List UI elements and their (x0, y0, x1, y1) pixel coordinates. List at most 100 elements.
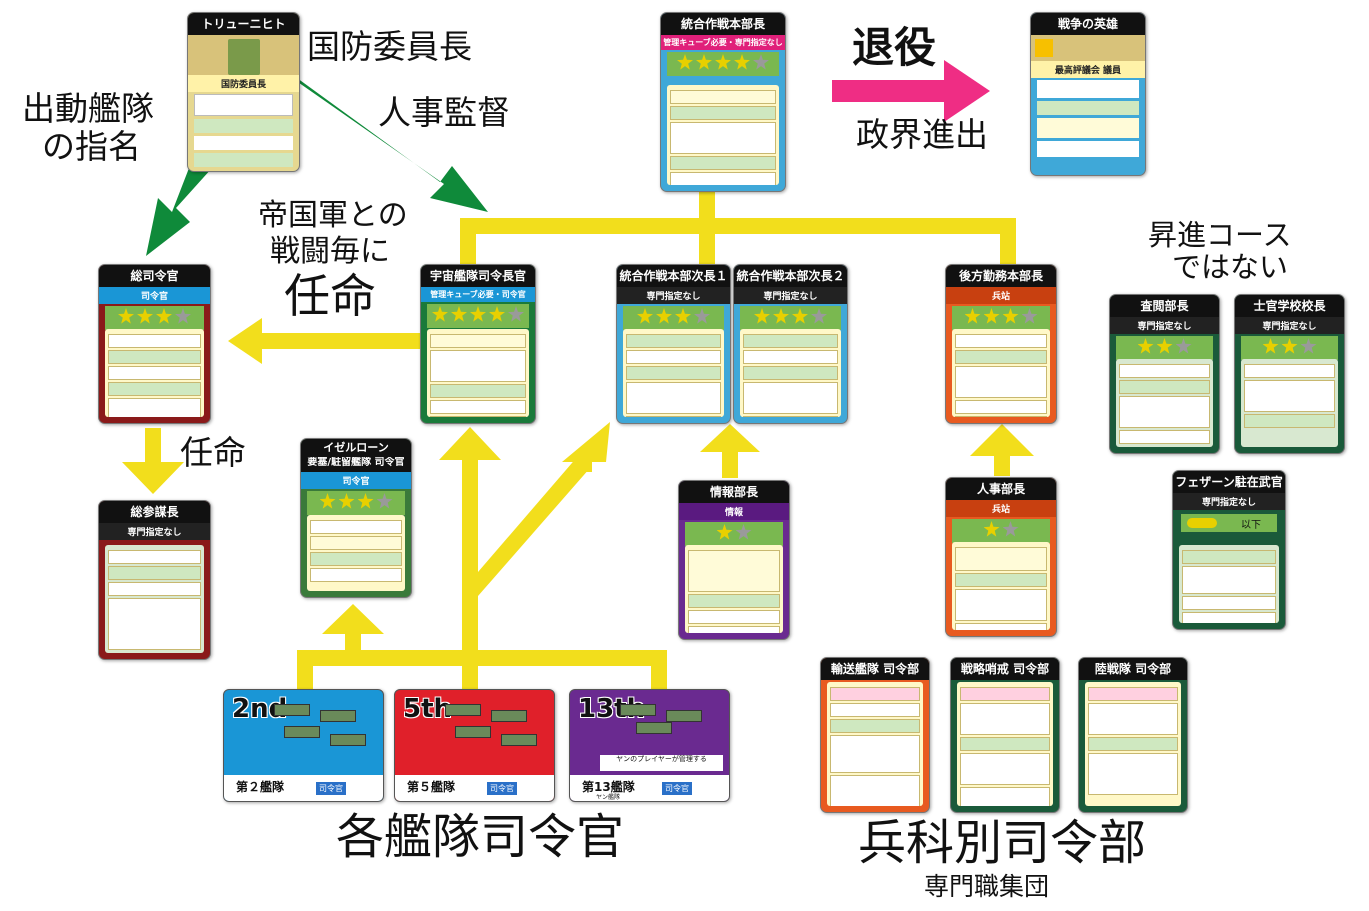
card-inspector: 査閲部長 専門指定なし (1109, 294, 1220, 454)
card-title: 陸戦隊 司令部 (1079, 658, 1187, 680)
hr-arrowhead (970, 424, 1034, 456)
rank-stars (623, 306, 724, 330)
card-title: フェザーン駐在武官 (1173, 471, 1285, 493)
diag-shaft (478, 456, 590, 596)
card-title: 統合作戦本部次長１ (617, 265, 730, 287)
rank-stars (105, 306, 204, 330)
card-chief-of-staff: 総参謀長 専門指定なし (98, 500, 211, 660)
card-title: 査閲部長 (1110, 295, 1219, 317)
green-arrow-right (270, 70, 488, 212)
fleet-card-13th: 13th ヤンのプレイヤーが管理する 第13艦隊 司令官 ヤン艦隊 (569, 689, 730, 802)
card-joint-chief: 統合作戦本部長 管理キューブ必要・専門指定なし (660, 12, 786, 192)
rank-stars (307, 491, 405, 515)
card-title: 輸送艦隊 司令部 (821, 658, 929, 680)
label-specialists: 専門職集団 (924, 874, 1049, 900)
card-subtitle: 管理キューブ必要・司令官 (421, 287, 535, 302)
rank-stars (685, 522, 783, 546)
label-branch-commands: 兵科別司令部 (858, 818, 1146, 868)
fleet-name: 第５艦隊 (407, 778, 455, 795)
label-politics: 政界進出 (856, 118, 988, 153)
card-subtitle: 専門指定なし (734, 287, 847, 304)
rank-stars (667, 52, 779, 76)
card-recon: 戦略哨戒 司令部 (950, 657, 1060, 813)
yellow-arrows (122, 157, 1034, 691)
label-appoint-small: 任命 (180, 436, 246, 471)
card-title: 統合作戦本部長 (661, 13, 785, 35)
fleet-text: ヤンのプレイヤーが管理する (600, 755, 723, 771)
intel-arrowhead (700, 424, 760, 452)
card-subtitle: 専門指定なし (617, 287, 730, 304)
card-deputy-2: 統合作戦本部次長２ 専門指定なし (733, 264, 848, 424)
card-title: 後方勤務本部長 (946, 265, 1056, 287)
card-commander-in-chief: 総司令官 司令官 (98, 264, 211, 424)
card-subtitle: 国防委員長 (188, 75, 299, 92)
fleet-name: 第２艦隊 (236, 778, 284, 795)
fleet-sub: ヤン艦隊 (596, 792, 620, 801)
to-cos-shaft (145, 428, 161, 466)
card-subtitle: 兵站 (946, 287, 1056, 304)
fleet-badge: 司令官 (316, 782, 346, 795)
card-subtitle: 情報 (679, 503, 789, 520)
card-subtitle: 専門指定なし (1110, 317, 1219, 334)
rank-stars (952, 519, 1050, 543)
card-title: 士官学校校長 (1235, 295, 1344, 317)
ships-illustration (610, 700, 720, 755)
label-fleet-commanders: 各艦隊司令官 (336, 812, 624, 862)
card-deputy-1: 統合作戦本部次長１ 専門指定なし (616, 264, 731, 424)
fleet-left-riser (297, 650, 313, 690)
fleet-badge: 司令官 (487, 782, 517, 795)
label-battle-2: 戦闘毎に (270, 236, 390, 268)
drop-logistics (1000, 226, 1016, 266)
phezzan-below: 以下 (1241, 516, 1261, 531)
label-battle-1: 帝国軍との (258, 200, 408, 232)
drop-deputies (699, 226, 715, 266)
card-subtitle: 専門指定なし (1173, 493, 1285, 510)
card-subtitle: 専門指定なし (1235, 317, 1344, 334)
card-title: 統合作戦本部次長２ (734, 265, 847, 287)
rank-stars (1241, 336, 1338, 360)
card-iserlohn: イゼルローン 要塞/駐留艦隊 司令官 司令官 (300, 438, 412, 598)
card-title: 総参謀長 (99, 501, 210, 523)
card-subtitle: 司令官 (99, 287, 210, 304)
to-space-fleet-shaft (462, 455, 478, 691)
card-subtitle: 管理キューブ必要・専門指定なし (661, 35, 785, 50)
fleet-badge: 司令官 (662, 782, 692, 795)
top-bus (460, 218, 1016, 234)
fleet-card-5th: 5th 第５艦隊 司令官 (394, 689, 555, 802)
card-trunicht: トリューニヒト 国防委員長 (187, 12, 300, 172)
label-personnel: 人事監督 (378, 96, 510, 131)
card-phezzan: フェザーン駐在武官 専門指定なし 以下 (1172, 470, 1286, 630)
card-title: 人事部長 (946, 478, 1056, 500)
card-title: 総司令官 (99, 265, 210, 287)
ships-illustration (264, 700, 374, 755)
card-logistics-chief: 後方勤務本部長 兵站 (945, 264, 1057, 424)
drop-space-fleet (460, 226, 476, 266)
card-title: 戦争の英雄 (1031, 13, 1145, 35)
card-subtitle: 司令官 (301, 472, 411, 489)
to-space-fleet-arrowhead (439, 427, 501, 460)
card-personnel-chief: 人事部長 兵站 (945, 477, 1057, 637)
label-dispatch-1: 出動艦隊 (22, 92, 154, 127)
card-marines: 陸戦隊 司令部 (1078, 657, 1188, 813)
to-iserlohn-arrowhead (322, 604, 384, 634)
label-dispatch-2: の指名 (42, 130, 141, 165)
card-title: トリューニヒト (188, 13, 299, 35)
label-not-promotion-1: 昇進コース (1148, 220, 1292, 250)
fleet-card-2nd: 2nd 第２艦隊 司令官 (223, 689, 384, 802)
rank-stars (952, 306, 1050, 330)
label-retire: 退役 (852, 26, 936, 70)
to-cic-arrowhead (228, 318, 262, 364)
rank-stars (740, 306, 841, 330)
rank-stars (427, 304, 529, 328)
card-subtitle: 専門指定なし (99, 523, 210, 540)
card-space-fleet: 宇宙艦隊司令長官 管理キューブ必要・司令官 (420, 264, 536, 424)
ships-illustration (435, 700, 545, 755)
card-title: 情報部長 (679, 481, 789, 503)
to-cos-arrowhead (122, 462, 184, 494)
to-deputy1-arrowhead (562, 422, 610, 462)
label-appoint-big: 任命 (284, 272, 376, 320)
card-subtitle: 最高評議会 議員 (1031, 61, 1145, 78)
card-title: 戦略哨戒 司令部 (951, 658, 1059, 680)
card-title-1: イゼルローン (301, 439, 411, 457)
card-transport: 輸送艦隊 司令部 (820, 657, 930, 813)
